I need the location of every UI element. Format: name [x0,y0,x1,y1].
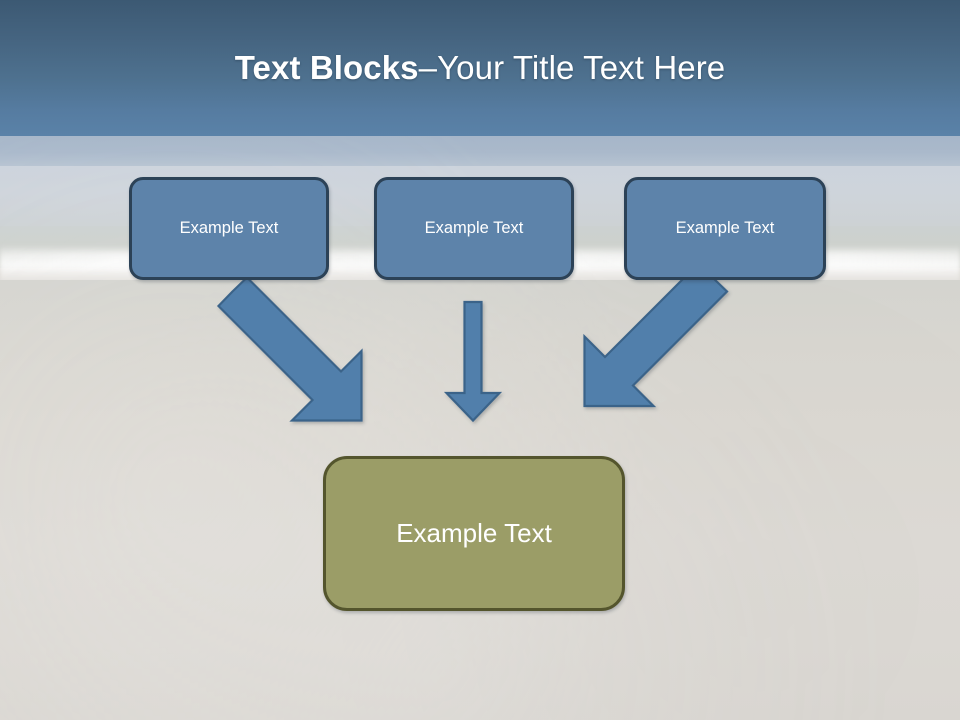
page-title: Text Blocks – Your Title Text Here [0,0,960,136]
text-block-1[interactable]: Example Text [129,177,329,280]
result-text-block-label: Example Text [396,518,552,548]
text-block-1-label: Example Text [179,219,279,237]
background-sky-band [0,136,960,166]
page-title-regular: Your Title Text Here [437,49,726,86]
result-text-block[interactable]: Example Text [323,456,625,611]
title-bar [0,0,960,136]
text-block-3[interactable]: Example Text [624,177,826,280]
text-block-2[interactable]: Example Text [374,177,574,280]
page-title-separator: – [418,49,438,86]
text-block-2-label: Example Text [424,219,524,237]
text-block-3-label: Example Text [675,219,775,237]
page-title-bold: Text Blocks [234,49,419,86]
